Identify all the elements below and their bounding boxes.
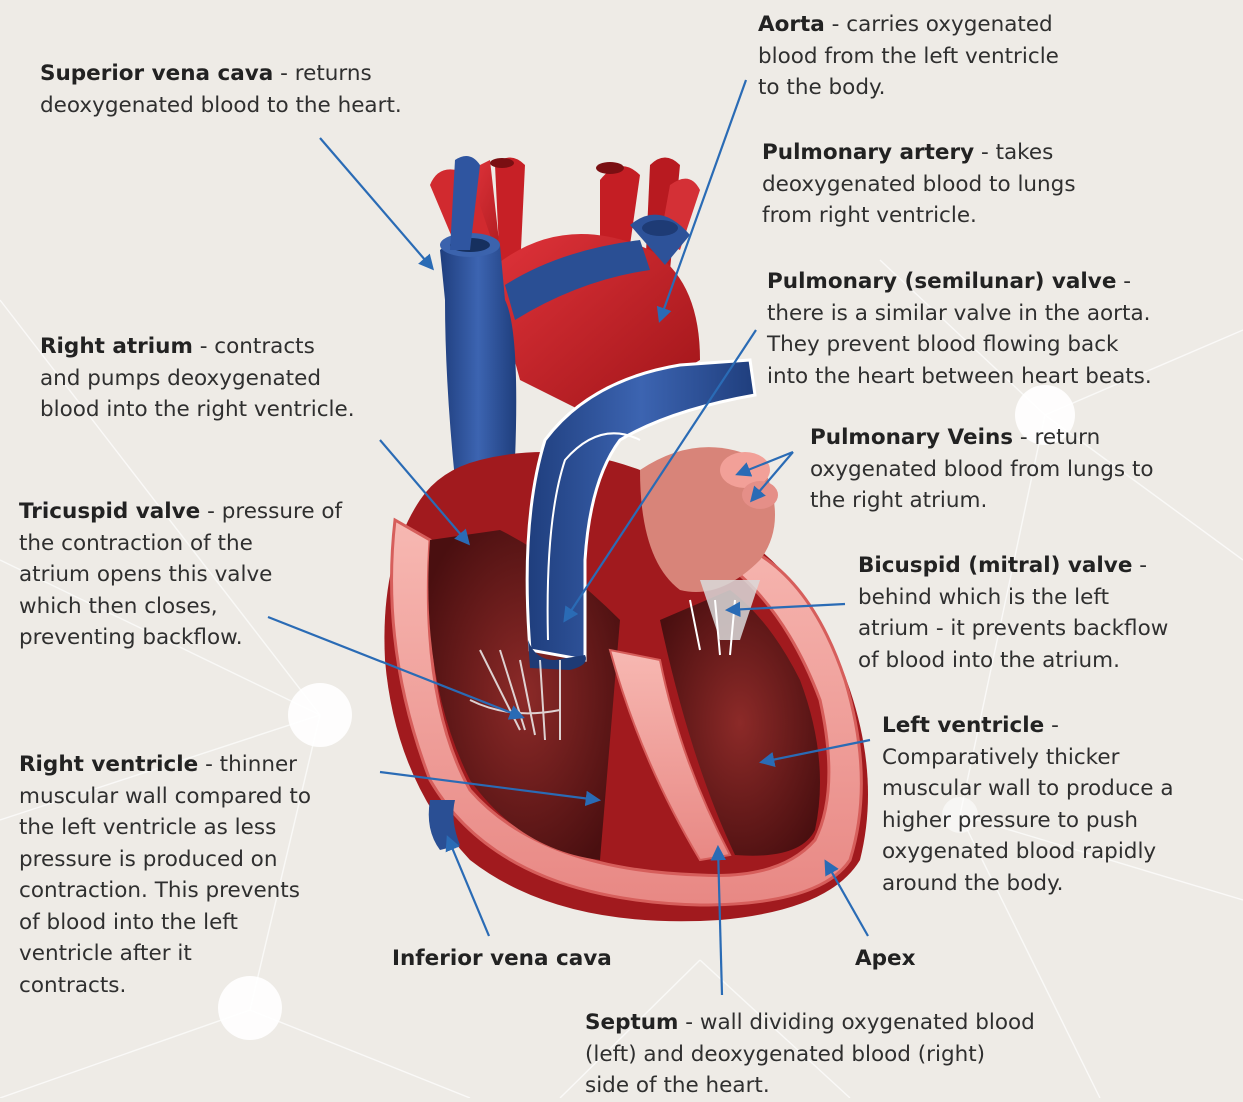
label-pulmonary-semilunar-valve: Pulmonary (semilunar) valve - there is a…	[767, 266, 1152, 392]
label-septum: Septum - wall dividing oxygenated blood …	[585, 1007, 1035, 1102]
label-aorta: Aorta - carries oxygenated blood from th…	[758, 9, 1059, 104]
label-inferior-vena-cava: Inferior vena cava	[392, 943, 612, 975]
label-pulmonary-artery: Pulmonary artery - takes deoxygenated bl…	[762, 137, 1076, 232]
label-left-ventricle: Left ventricle - Comparatively thicker m…	[882, 710, 1174, 899]
label-right-ventricle: Right ventricle - thinner muscular wall …	[19, 749, 311, 1001]
heart-body	[384, 452, 868, 921]
label-pulmonary-veins: Pulmonary Veins - return oxygenated bloo…	[810, 422, 1154, 517]
label-bicuspid-mitral-valve: Bicuspid (mitral) valve - behind which i…	[858, 550, 1168, 676]
label-right-atrium: Right atrium - contracts and pumps deoxy…	[40, 331, 355, 426]
label-apex: Apex	[855, 943, 915, 975]
label-tricuspid-valve: Tricuspid valve - pressure of the contra…	[19, 496, 342, 654]
label-superior-vena-cava: Superior vena cava - returns deoxygenate…	[40, 58, 402, 121]
